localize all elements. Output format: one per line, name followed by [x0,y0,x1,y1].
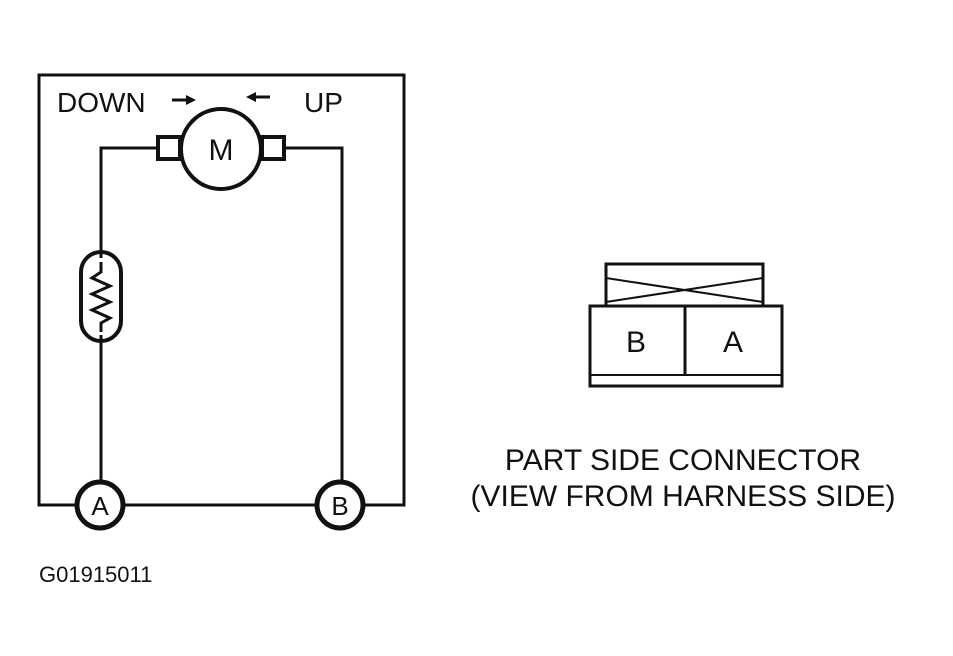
terminal-a-label: A [91,491,109,521]
terminal-a [74,479,126,531]
figure-id: G01915011 [39,562,152,587]
motor-brush-right [260,135,286,161]
connector-pin-a-label: A [723,326,743,359]
wire-right [285,146,344,482]
motor-label: M [209,134,234,167]
connector-caption-line2: (VIEW FROM HARNESS SIDE) [470,480,895,513]
up-label: UP [304,87,343,118]
connector-body [588,262,784,388]
wire-left [99,146,158,482]
connector-pin-b-label: B [626,326,646,359]
connector-caption-line1: PART SIDE CONNECTOR [505,444,861,477]
terminal-b-label: B [331,491,348,521]
down-label: DOWN [57,87,146,118]
thermistor-icon [79,250,123,343]
arrow-left-icon [246,92,270,102]
motor-symbol [179,107,263,191]
terminal-b [314,479,366,531]
motor-brush-left [156,135,182,161]
housing-outline [37,73,406,507]
arrow-right-icon [172,95,196,105]
